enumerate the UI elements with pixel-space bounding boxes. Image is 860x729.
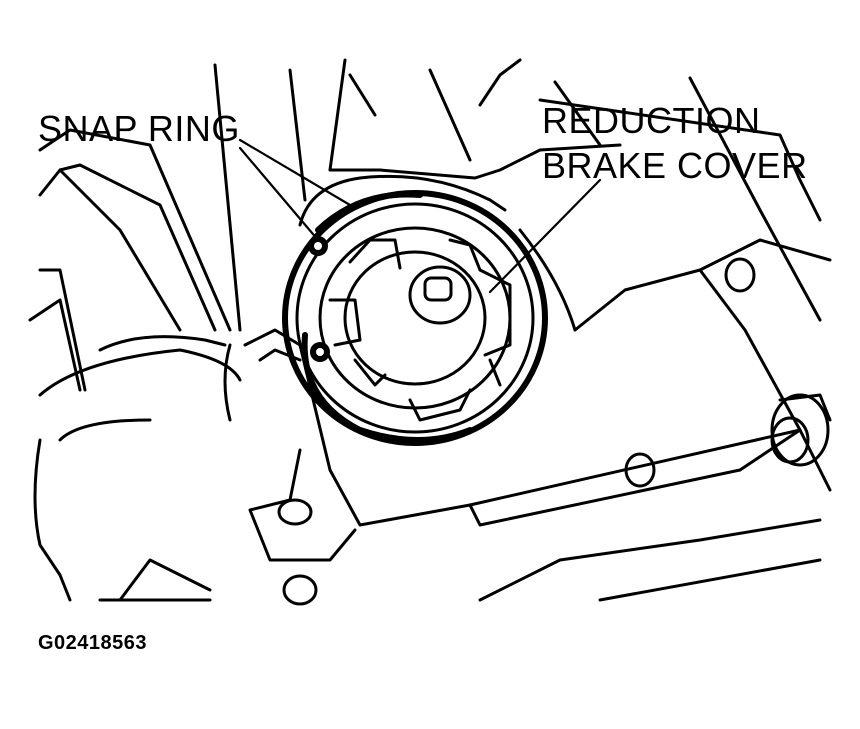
figure-id: G02418563 [38, 632, 148, 654]
main-housing [98, 174, 832, 602]
reduction-label: REDUCTION [542, 100, 761, 141]
snap-ring-label: SNAP RING [38, 108, 240, 149]
snap-ring [301, 191, 473, 443]
leader-lines [238, 138, 602, 294]
brake-cover-label: BRAKE COVER [542, 145, 808, 186]
top-plate [328, 58, 822, 322]
bolt-holes [277, 257, 830, 606]
left-housing [28, 58, 347, 602]
